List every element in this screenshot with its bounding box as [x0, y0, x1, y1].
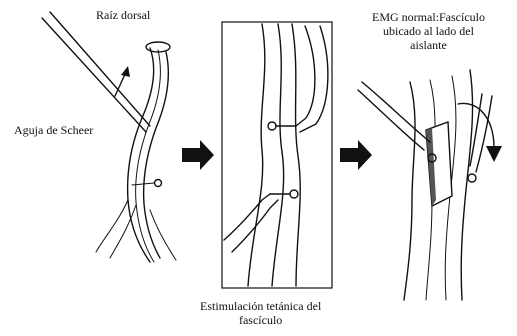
label-emg-line-3: aislante — [372, 38, 485, 52]
label-estimulacion: Estimulación tetánica del fascículo — [200, 299, 321, 327]
fiber-left-2 — [110, 205, 136, 258]
nerve-fiber-1 — [248, 24, 265, 286]
label-estim-line-1: Estimulación tetánica del — [200, 299, 321, 313]
nerve-fiber-2 — [272, 24, 284, 286]
panel-3-emg — [358, 70, 502, 300]
hook-marker — [155, 180, 162, 187]
nerve-fiber-3 — [292, 24, 300, 286]
panel-2-frame — [222, 22, 332, 288]
electrode-right — [468, 174, 476, 182]
label-estim-line-2: fascículo — [200, 313, 321, 327]
scheer-needle-edge — [50, 12, 150, 126]
right-arrow-icon — [340, 140, 372, 170]
electrode-lower — [290, 190, 298, 198]
panel-2-stimulation — [222, 22, 332, 288]
curve-arrow-icon — [486, 146, 502, 162]
panel-1-nerve-root — [42, 12, 176, 262]
label-emg-line-2: ubicado al lado del — [372, 24, 485, 38]
label-emg-line-1: EMG normal:Fascículo — [372, 10, 485, 24]
curve-arrow-shaft — [458, 103, 494, 148]
probe-right-edge — [476, 96, 492, 172]
probe-upper — [296, 26, 315, 126]
label-aguja-scheer: Aguja de Scheer — [14, 123, 93, 137]
probe-left-edge — [362, 82, 430, 142]
label-raiz-dorsal: Raíz dorsal — [96, 8, 150, 22]
hook-line — [132, 183, 154, 185]
bundle-left — [404, 82, 415, 300]
up-arrow-icon — [121, 66, 130, 77]
right-arrow-icon — [182, 140, 214, 170]
fiber-left — [96, 200, 128, 252]
electrode-upper — [268, 122, 276, 130]
probe-left — [358, 90, 424, 150]
label-emg-normal: EMG normal:Fascículo ubicado al lado del… — [372, 10, 485, 52]
root-outline-right — [144, 52, 169, 258]
fiber-right — [150, 210, 176, 260]
scheer-needle — [42, 18, 146, 132]
probe-upper-edge — [300, 26, 328, 132]
